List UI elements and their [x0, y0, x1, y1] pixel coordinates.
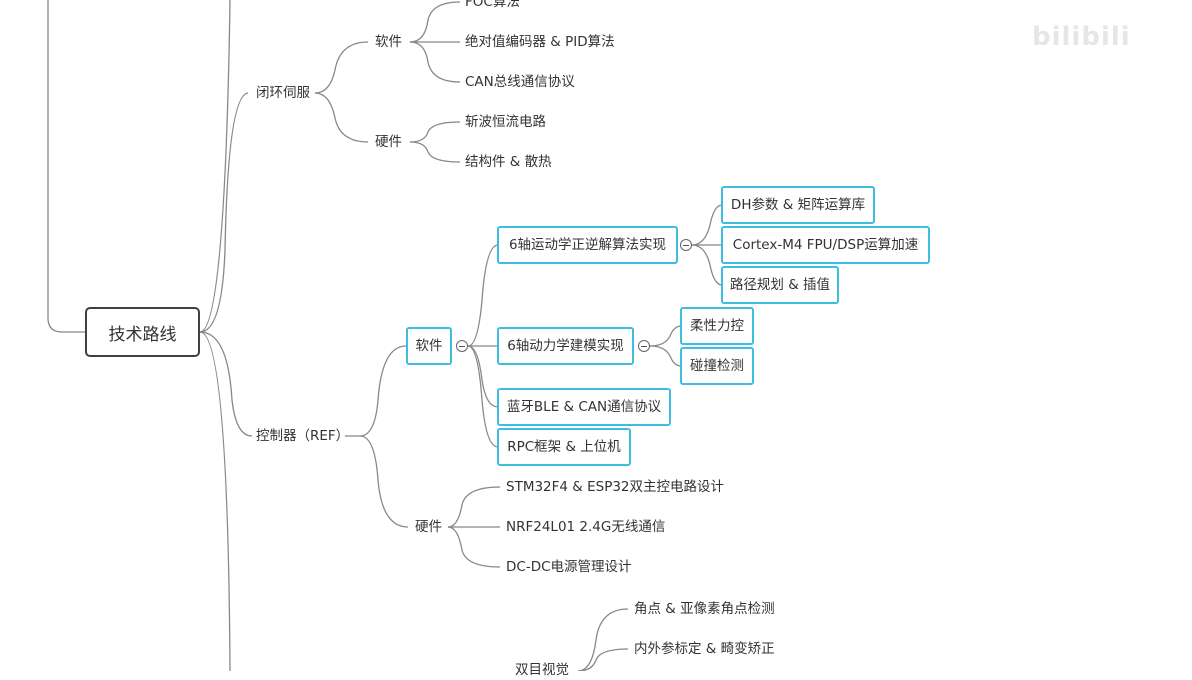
compliance-control-node[interactable]: 柔性力控 — [680, 307, 754, 345]
connector-root-top — [199, 92, 249, 333]
connector-root-controller — [199, 331, 253, 437]
branch-closed-loop-servo[interactable]: 闭环伺服 — [256, 85, 310, 101]
collapse-kinematics-icon[interactable] — [680, 239, 692, 251]
controller-software-node[interactable]: 软件 — [406, 327, 452, 365]
branch-stereo-vision[interactable]: 双目视觉 — [515, 662, 569, 678]
servo-hardware-node[interactable]: 硬件 — [375, 134, 402, 150]
dynamics-node[interactable]: 6轴动力学建模实现 — [497, 327, 634, 365]
connector-root-vision — [199, 331, 231, 671]
encoder-pid-node[interactable]: 绝对值编码器 & PID算法 — [465, 34, 615, 50]
can-protocol-node[interactable]: CAN总线通信协议 — [465, 74, 575, 90]
connector-frame — [47, 0, 85, 333]
chopper-circuit-node[interactable]: 斩波恒流电路 — [465, 114, 546, 130]
nrf24-node[interactable]: NRF24L01 2.4G无线通信 — [506, 519, 666, 535]
calibration-node[interactable]: 内外参标定 & 畸变矫正 — [634, 641, 775, 657]
cortex-m4-node[interactable]: Cortex-M4 FPU/DSP运算加速 — [721, 226, 930, 264]
collision-detection-node[interactable]: 碰撞检测 — [680, 347, 754, 385]
controller-hardware-node[interactable]: 硬件 — [415, 519, 442, 535]
connector-root-top-upper — [199, 0, 231, 333]
collapse-software-icon[interactable] — [456, 340, 468, 352]
servo-software-node[interactable]: 软件 — [375, 34, 402, 50]
root-node[interactable]: 技术路线 — [85, 307, 200, 357]
dual-mcu-node[interactable]: STM32F4 & ESP32双主控电路设计 — [506, 479, 725, 495]
kinematics-node[interactable]: 6轴运动学正逆解算法实现 — [497, 226, 678, 264]
branch-controller[interactable]: 控制器（REF） — [256, 428, 350, 444]
collapse-dynamics-icon[interactable] — [638, 340, 650, 352]
ble-can-node[interactable]: 蓝牙BLE & CAN通信协议 — [497, 388, 671, 426]
bilibili-watermark: bilibili — [1032, 22, 1131, 52]
dcdc-node[interactable]: DC-DC电源管理设计 — [506, 559, 632, 575]
foc-algorithm-node[interactable]: FOC算法 — [465, 0, 520, 10]
rpc-host-node[interactable]: RPC框架 & 上位机 — [497, 428, 631, 466]
dh-matrix-node[interactable]: DH参数 & 矩阵运算库 — [721, 186, 875, 224]
structure-cooling-node[interactable]: 结构件 & 散热 — [465, 154, 552, 170]
path-planning-node[interactable]: 路径规划 & 插值 — [721, 266, 839, 304]
corner-detection-node[interactable]: 角点 & 亚像素角点检测 — [634, 601, 775, 617]
